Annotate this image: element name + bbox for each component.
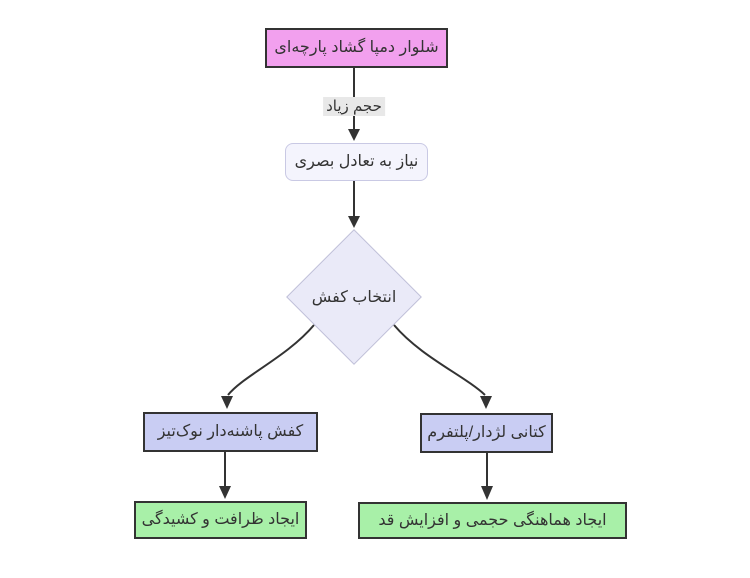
node-visual-balance: نیاز به تعادل بصری — [285, 143, 428, 181]
arrowhead-a-b — [348, 129, 360, 141]
arrowhead-c-e — [480, 396, 492, 409]
node-heels: کفش پاشنه‌دار نوک‌تیز — [143, 412, 318, 452]
arrowhead-e-g — [481, 486, 493, 500]
arrowhead-b-c — [348, 216, 360, 228]
arrowhead-c-d — [221, 396, 233, 409]
arrowhead-d-f — [219, 486, 231, 499]
node-harmony-result: ایجاد هماهنگی حجمی و افزایش قد — [358, 502, 627, 539]
node-platform-sneakers: کتانی لژدار/پلتفرم — [420, 413, 553, 453]
edge-c-e — [393, 324, 486, 396]
edge-label-volume: حجم زیاد — [323, 97, 385, 116]
node-shoe-choice-label: انتخاب کفش — [311, 289, 397, 306]
edge-label-text: حجم زیاد — [323, 97, 385, 116]
node-pants: شلوار دمپا گشاد پارچه‌ای — [265, 28, 448, 68]
edge-c-d — [227, 324, 315, 396]
node-elegance-result: ایجاد ظرافت و کشیدگی — [134, 501, 307, 539]
